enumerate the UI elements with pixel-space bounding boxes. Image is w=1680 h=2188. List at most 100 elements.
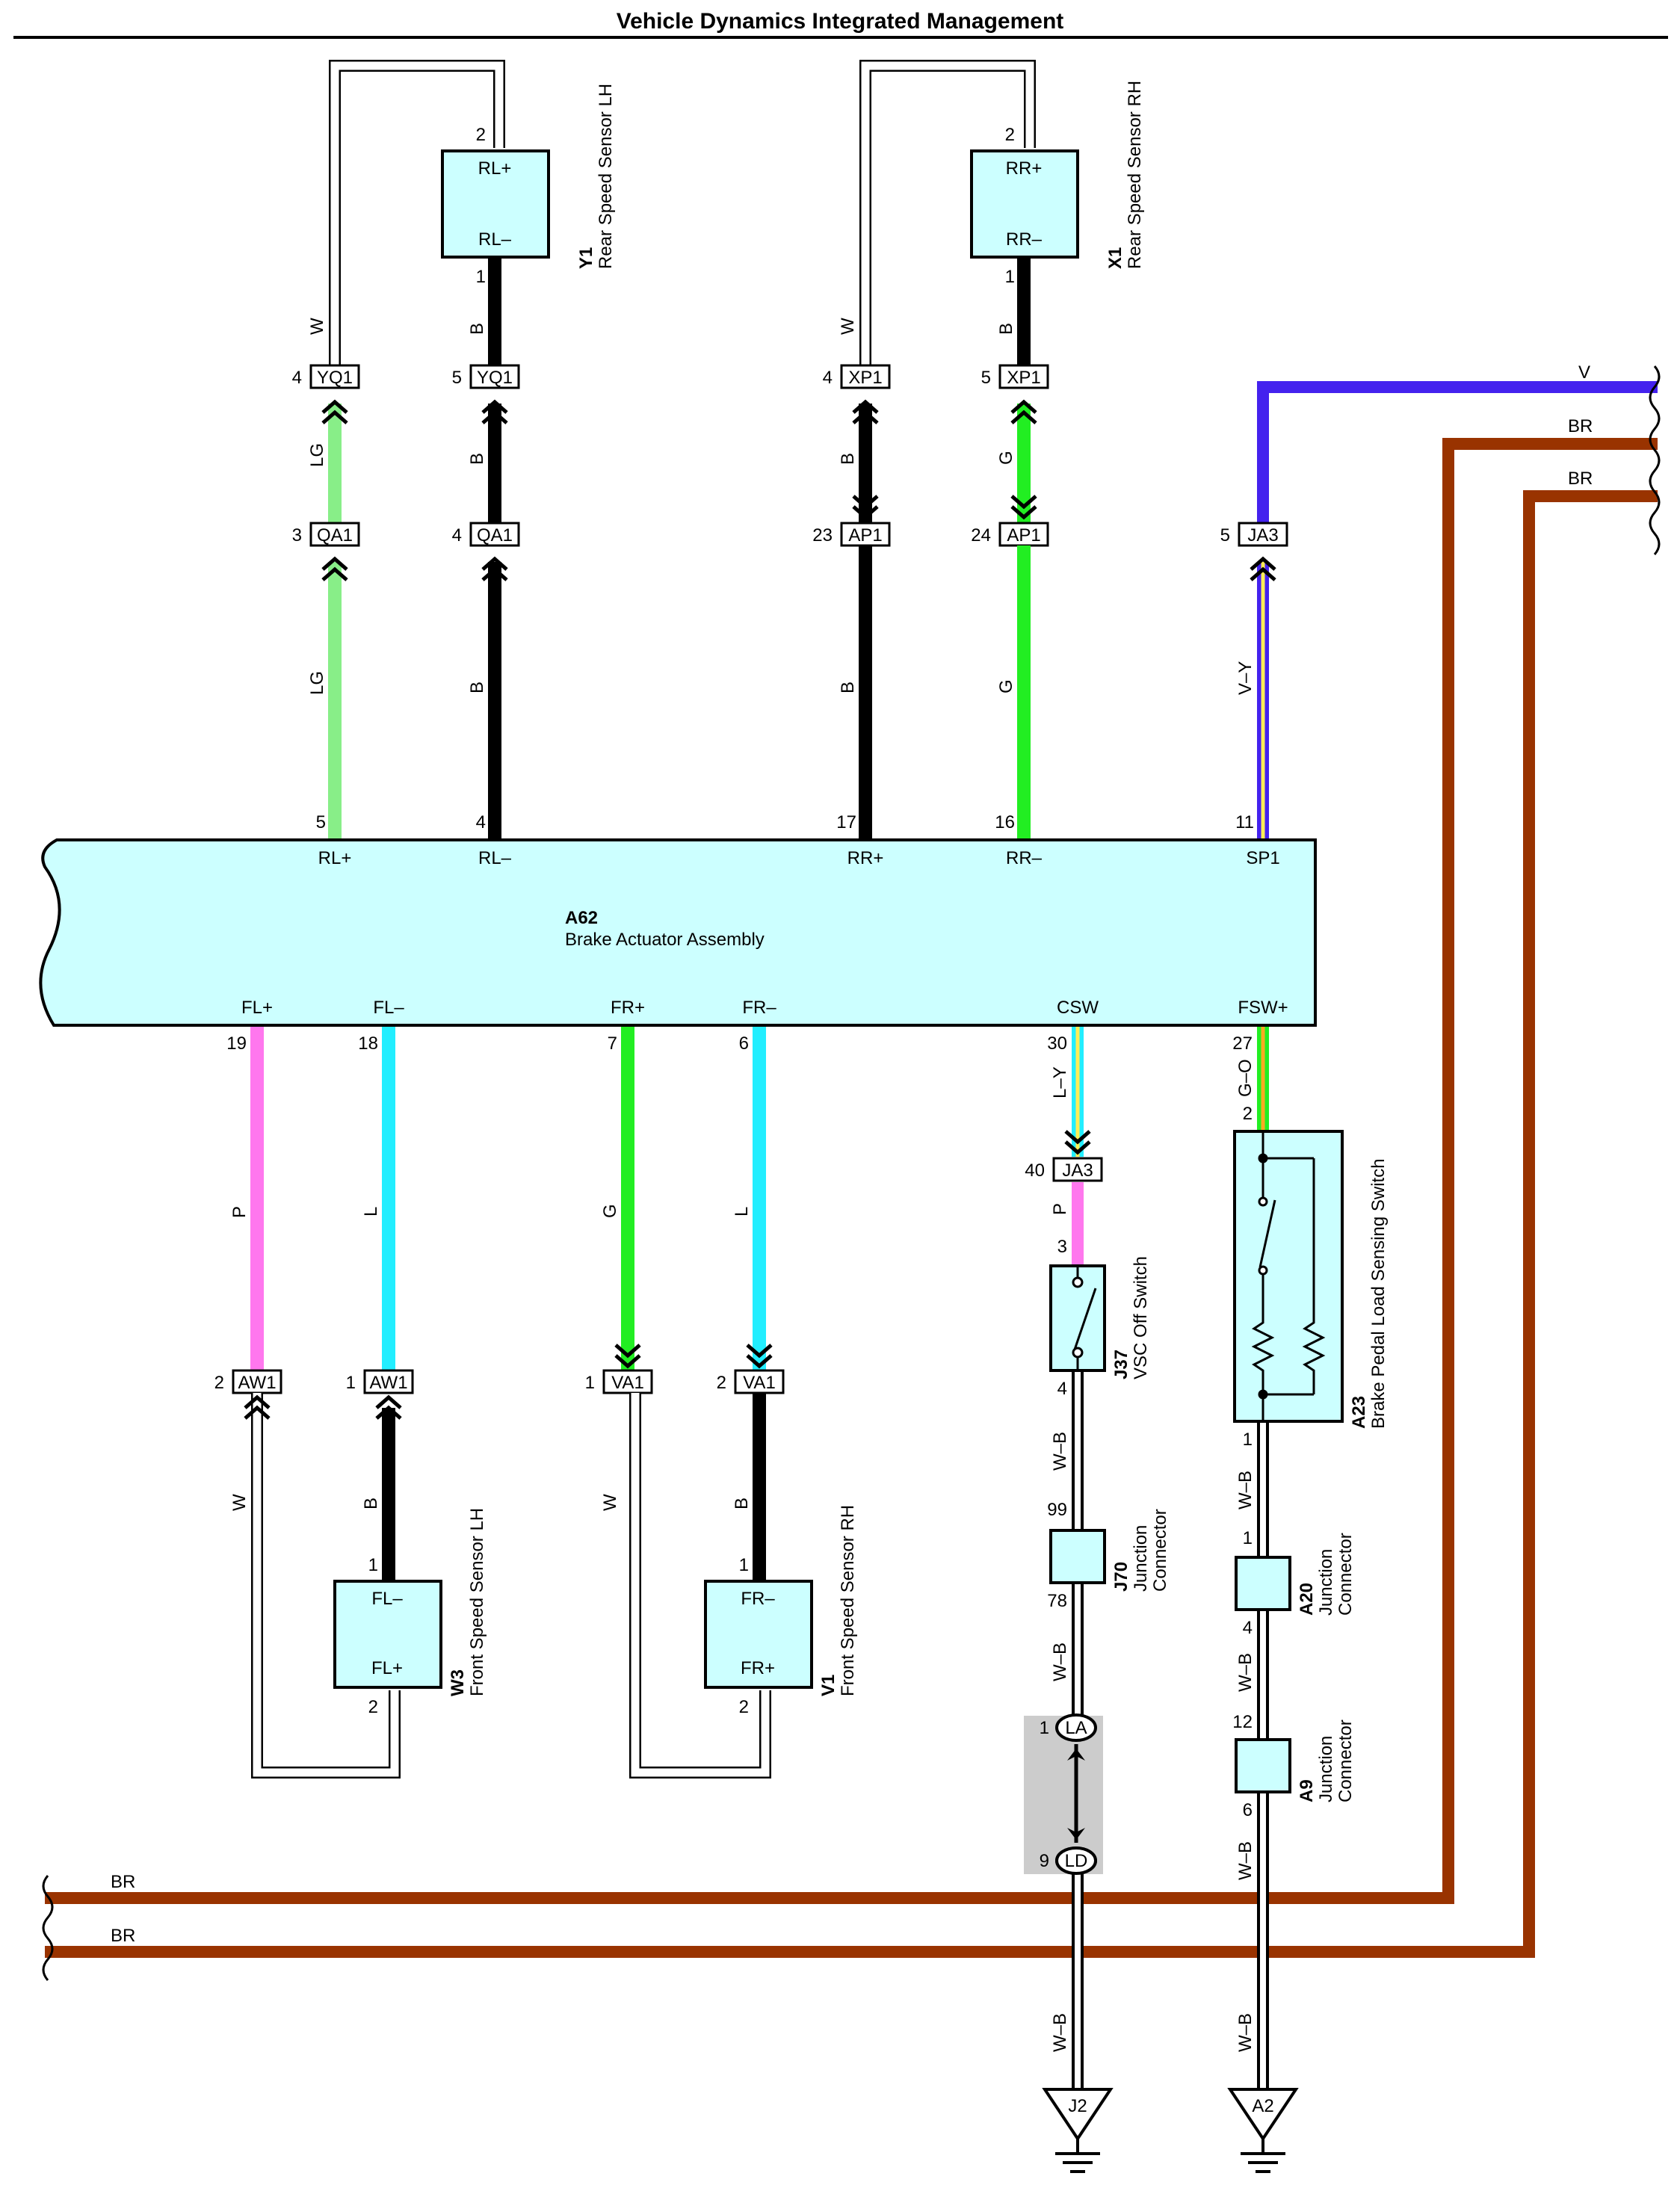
x1-wire-loop-white bbox=[859, 60, 1036, 371]
a62-top-pins: 5 RL+ 4 RL– 17 RR+ 16 RR– 11 SP1 bbox=[316, 812, 1280, 868]
a23-switch-box[interactable] bbox=[1233, 1130, 1344, 1423]
connector-ap1-b-name: AP1 bbox=[1007, 525, 1040, 546]
connector-yq1-b[interactable] bbox=[469, 364, 520, 389]
connector-aw1-a[interactable] bbox=[232, 1369, 282, 1394]
wire-code-p-fl: P bbox=[229, 1206, 250, 1218]
chevron-up-icon bbox=[1250, 556, 1276, 581]
v1-pin-top-no: 1 bbox=[739, 1555, 749, 1575]
wire-code-ly: L–Y bbox=[1050, 1066, 1070, 1098]
wire-code-br-2: BR bbox=[1568, 469, 1593, 489]
ground-icon bbox=[1227, 2088, 1299, 2173]
a62-bottom-pins: FL+ 19 FL– 18 FR+ 7 FR– 6 CSW 30 FSW+ 27 bbox=[226, 998, 1288, 1054]
a62-pin-no: 27 bbox=[1232, 1033, 1253, 1054]
v1-wire-loop-white bbox=[629, 1393, 771, 1778]
connector-qa1-b[interactable] bbox=[469, 522, 520, 547]
chevron-down-icon bbox=[614, 1344, 773, 1369]
j70-junction-box[interactable] bbox=[1049, 1529, 1106, 1584]
y1-id: Y1 bbox=[576, 247, 596, 269]
ground-j2-label: J2 bbox=[1068, 2096, 1087, 2116]
a9-junction-box[interactable] bbox=[1235, 1738, 1291, 1793]
w3-id: W3 bbox=[448, 1669, 468, 1696]
ground-icon bbox=[1042, 2088, 1114, 2173]
a9-pin-top-no: 12 bbox=[1232, 1712, 1253, 1732]
a20-junction-box[interactable] bbox=[1235, 1556, 1291, 1611]
wire-code-l-fl: L bbox=[361, 1207, 381, 1217]
chevron-up-icon bbox=[321, 556, 508, 581]
a62-pin-name: FR– bbox=[742, 998, 776, 1018]
a23-pin-bottom-no: 1 bbox=[1243, 1430, 1253, 1450]
w3-sensor-box[interactable] bbox=[333, 1580, 442, 1689]
j70-id: J70 bbox=[1111, 1562, 1131, 1592]
wire-code-br-1: BR bbox=[1568, 416, 1593, 436]
w3-wire-loop-white bbox=[251, 1393, 401, 1778]
connector-xp1-b[interactable] bbox=[998, 364, 1049, 389]
y1-sensor-box[interactable] bbox=[441, 149, 550, 259]
a62-pin-name: RL– bbox=[478, 848, 512, 868]
x1-pin-top-no: 2 bbox=[1005, 125, 1015, 145]
chevron-down-icon bbox=[1064, 1130, 1091, 1155]
connector-qa1-a[interactable] bbox=[309, 522, 360, 547]
wire-code-g-upper: G bbox=[996, 451, 1016, 465]
connector-xp1-a[interactable] bbox=[840, 364, 891, 389]
a20-name-1: Junction bbox=[1316, 1549, 1336, 1616]
x1-sensor-box[interactable] bbox=[970, 149, 1079, 259]
a20-pin-bottom-no: 4 bbox=[1243, 1618, 1253, 1638]
a20-pin-top-no: 1 bbox=[1243, 1528, 1253, 1548]
v1-pin-bottom-label: FR+ bbox=[741, 1658, 775, 1678]
wire-code-wb-fsw-1: W–B bbox=[1235, 1471, 1256, 1509]
connector-va1-a-name: VA1 bbox=[611, 1373, 644, 1393]
connector-aw1-b-name: AW1 bbox=[369, 1373, 407, 1393]
x1-pin-bottom-no: 1 bbox=[1005, 267, 1015, 287]
x1-pin-top-label: RR+ bbox=[1006, 158, 1043, 179]
w3-pin-bottom-no: 2 bbox=[368, 1697, 378, 1717]
wire-code-b-y1: B bbox=[467, 323, 487, 335]
a62-name: Brake Actuator Assembly bbox=[565, 930, 765, 950]
connector-qa1-a-pin: 3 bbox=[292, 525, 302, 546]
x1-id: X1 bbox=[1105, 247, 1125, 269]
ground-a2-label: A2 bbox=[1252, 2096, 1273, 2116]
a62-pin-name: CSW bbox=[1057, 998, 1099, 1018]
chevron-up-icon bbox=[244, 1394, 402, 1420]
wire-code-b-upper-rr: B bbox=[838, 453, 858, 465]
wire-code-b-lower-rr: B bbox=[838, 682, 858, 693]
wire-code-g-lower: G bbox=[996, 679, 1016, 693]
wire-brown-1 bbox=[1442, 438, 1658, 1898]
wire-code-b-x1: B bbox=[996, 323, 1016, 335]
connector-ja3-top-name: JA3 bbox=[1247, 525, 1278, 546]
wire-code-wb-a2-lower: W–B bbox=[1235, 2013, 1256, 2052]
w3-pin-bottom-label: FL+ bbox=[371, 1658, 403, 1678]
wire-violet bbox=[1257, 381, 1658, 523]
wire-break-icon bbox=[1649, 365, 1661, 555]
y1-pin-top-label: RL+ bbox=[478, 158, 512, 179]
connector-va1-a[interactable] bbox=[602, 1369, 653, 1394]
y1-pin-top-no: 2 bbox=[476, 125, 486, 145]
v1-sensor-box[interactable] bbox=[704, 1580, 813, 1689]
connector-xp1-b-pin: 5 bbox=[981, 368, 991, 388]
connector-qa1-a-name: QA1 bbox=[317, 525, 353, 546]
j37-pin-top-no: 3 bbox=[1057, 1237, 1067, 1257]
connector-ja3-bottom[interactable] bbox=[1052, 1157, 1103, 1182]
connector-ja3-bottom-pin: 40 bbox=[1025, 1161, 1045, 1181]
a20-name-2: Connector bbox=[1335, 1533, 1356, 1616]
a62-pin-no: 6 bbox=[739, 1033, 749, 1054]
wire-code-lg-upper: LG bbox=[307, 443, 327, 467]
connector-la-name: LA bbox=[1065, 1718, 1087, 1738]
a62-pin-name: FSW+ bbox=[1238, 998, 1288, 1018]
chevron-up-icon bbox=[1067, 1749, 1085, 1761]
connector-aw1-b[interactable] bbox=[363, 1369, 414, 1394]
connector-ld-overlay bbox=[1055, 1846, 1097, 1875]
j37-pin-bottom-no: 4 bbox=[1057, 1379, 1067, 1399]
a62-actuator-body[interactable] bbox=[39, 838, 1317, 1027]
wire-break-icon bbox=[42, 1875, 54, 1981]
connector-ja3-top[interactable] bbox=[1238, 522, 1288, 547]
j70-pin-top-no: 99 bbox=[1047, 1500, 1067, 1520]
connector-la[interactable] bbox=[1055, 1713, 1097, 1742]
a62-pin-no: 11 bbox=[1235, 812, 1254, 832]
wire-code-b-w3: B bbox=[361, 1498, 381, 1509]
connector-yq1-a-name: YQ1 bbox=[317, 368, 353, 388]
a62-pin-no: 30 bbox=[1047, 1033, 1067, 1054]
connector-yq1-a[interactable] bbox=[309, 364, 360, 389]
wire-code-v: V bbox=[1578, 362, 1590, 383]
wire-code-w-v1: W bbox=[600, 1494, 620, 1511]
connector-qa1-b-name: QA1 bbox=[477, 525, 513, 546]
